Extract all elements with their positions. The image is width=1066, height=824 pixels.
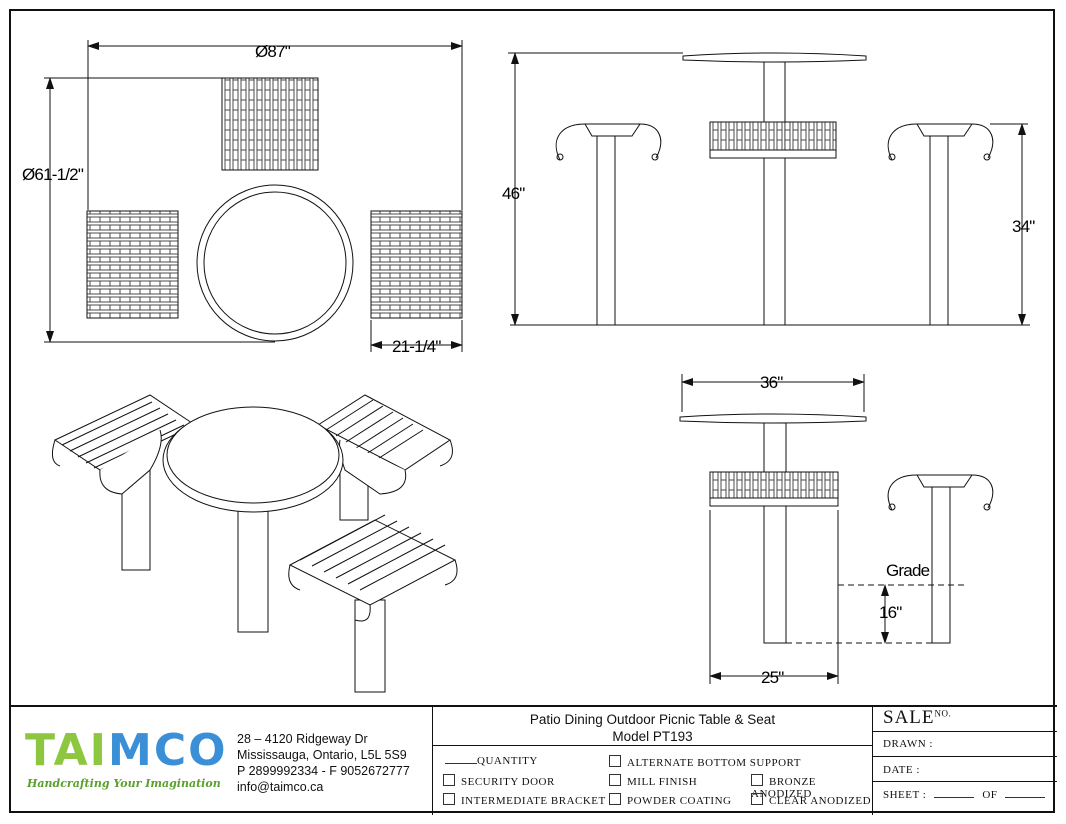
checkbox[interactable] [609, 793, 621, 805]
address-block: 28 – 4120 Ridgeway Dr Mississauga, Ontar… [237, 731, 410, 795]
company-info: TAIMCO Handcrafting Your Imagination 28 … [9, 707, 432, 815]
title-section: Patio Dining Outdoor Picnic Table & Seat… [432, 707, 873, 815]
dim-embed-depth: 16" [879, 603, 902, 622]
option-intermediate-bracket[interactable]: INTERMEDIATE BRACKET [443, 793, 606, 807]
sale-section: SALENO. DRAWN : DATE : SHEET :OF [873, 707, 1057, 815]
side-seat-right [887, 123, 994, 326]
option-alternate-bottom-support[interactable]: ALTERNATE BOTTOM SUPPORT [609, 755, 801, 769]
plan-bench-top [221, 77, 319, 171]
dim-table-top: 36" [760, 373, 783, 392]
address-line2: Mississauga, Ontario, L5L 5S9 [237, 748, 407, 762]
sheet-field[interactable]: SHEET :OF [873, 782, 1057, 801]
dim-seat-width: 25" [761, 668, 784, 687]
drawing-frame [9, 9, 1055, 813]
model-number: Model PT193 [612, 729, 693, 744]
date-field[interactable]: DATE : [873, 757, 1057, 782]
checkbox[interactable] [751, 774, 763, 786]
plan-view [44, 40, 463, 352]
tagline: Handcrafting Your Imagination [27, 777, 221, 790]
technical-drawing: Ø87" Ø61-1/2" 21-1/4" 46" 34" 36" Grade … [22, 40, 1036, 693]
address-line1: 28 – 4120 Ridgeway Dr [237, 732, 368, 746]
option-bronze-anodized[interactable]: BRONZE ANODIZED [751, 774, 816, 800]
quantity-field[interactable]: QUANTITY [445, 755, 538, 767]
dim-table-height: 46" [502, 184, 525, 203]
checkbox[interactable] [443, 774, 455, 786]
option-mill-finish[interactable]: MILL FINISH [609, 774, 697, 788]
checkbox[interactable] [609, 755, 621, 767]
plan-bench-left [86, 210, 179, 319]
grade-label: Grade [886, 561, 930, 580]
dim-plan-width: Ø87" [255, 42, 291, 61]
plan-bench-right [370, 210, 463, 319]
checkbox[interactable] [751, 793, 763, 805]
dim-plan-depth: Ø61-1/2" [22, 165, 84, 184]
isometric-view [51, 394, 458, 693]
side-seat-left [555, 123, 662, 326]
dim-bench-width: 21-1/4" [392, 337, 441, 356]
sale-label: SALE [883, 707, 935, 728]
option-security-door[interactable]: SECURITY DOOR [443, 774, 555, 788]
phone: P 2899992334 - F 9052672777 [237, 764, 410, 778]
checkbox[interactable] [443, 793, 455, 805]
email: info@taimco.ca [237, 780, 324, 794]
drawn-field[interactable]: DRAWN : [873, 732, 1057, 757]
sale-no-label: NO. [934, 708, 952, 719]
option-powder-coating[interactable]: POWDER COATING [609, 793, 731, 807]
checkbox[interactable] [609, 774, 621, 786]
dim-seat-height: 34" [1012, 217, 1035, 236]
title-block: TAIMCO Handcrafting Your Imagination 28 … [9, 705, 1057, 815]
front-elevation [679, 374, 994, 684]
drawing-title: Patio Dining Outdoor Picnic Table & Seat [529, 712, 776, 727]
side-elevation [508, 52, 1030, 326]
plan-table-top [196, 184, 354, 342]
company-logo: TAIMCO [25, 725, 228, 776]
option-clear-anodized[interactable]: CLEAR ANODIZED [751, 793, 871, 807]
